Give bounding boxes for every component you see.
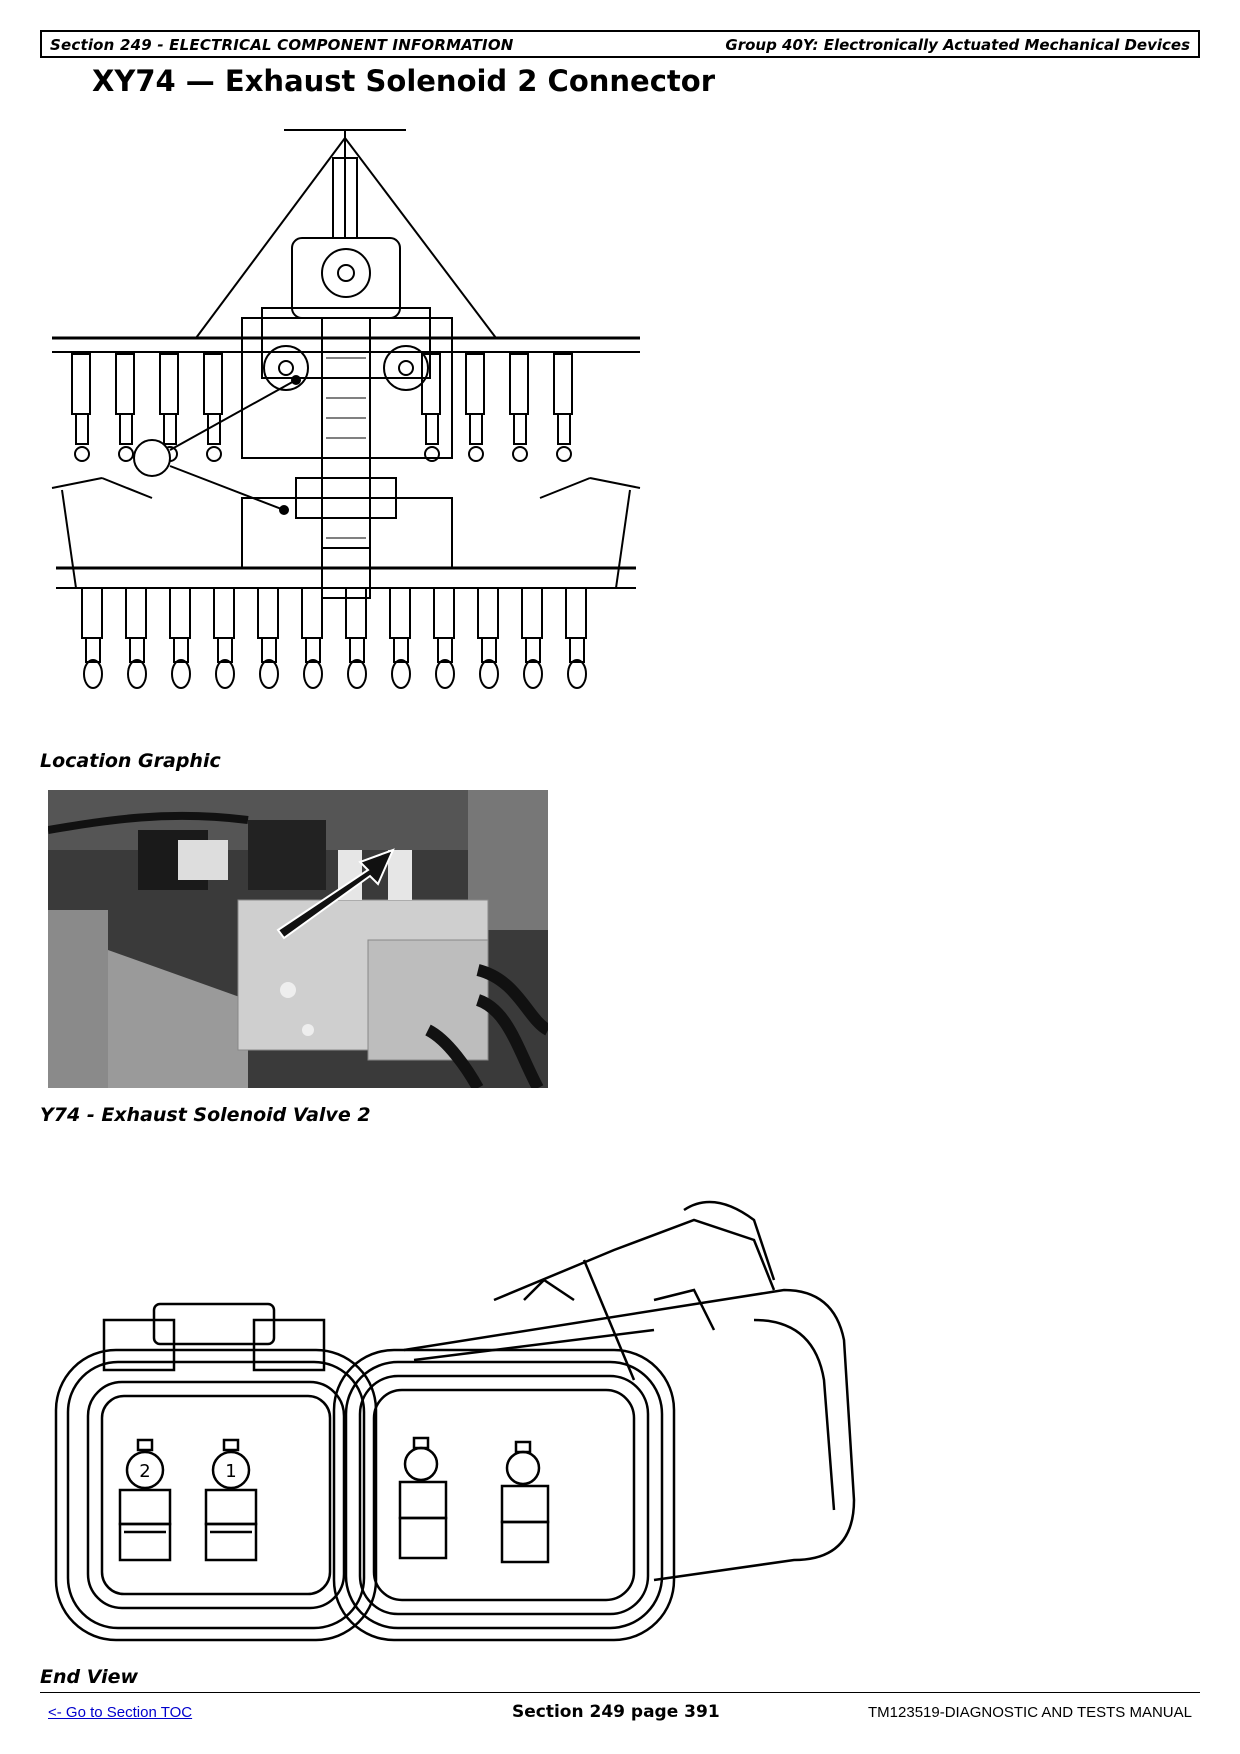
location-graphic-caption: Location Graphic — [40, 750, 221, 772]
solenoid-valve-caption: Y74 - Exhaust Solenoid Valve 2 — [40, 1104, 371, 1126]
header-group-label: Group 40Y: Electronically Actuated Mecha… — [725, 36, 1190, 54]
page-number: Section 249 page 391 — [512, 1702, 720, 1722]
footer-rule — [40, 1692, 1200, 1693]
go-to-section-toc-link[interactable]: <- Go to Section TOC — [48, 1704, 193, 1721]
connector-end-view-diagram: 2 1 — [54, 1200, 856, 1642]
header-section-label: Section 249 - ELECTRICAL COMPONENT INFOR… — [50, 36, 514, 54]
end-view-caption: End View — [40, 1666, 139, 1688]
manual-id: TM123519-DIAGNOSTIC AND TESTS MANUAL — [868, 1704, 1192, 1721]
pin-2-label: 2 — [139, 1461, 150, 1482]
location-graphic — [51, 129, 641, 689]
page-header: Section 249 - ELECTRICAL COMPONENT INFOR… — [40, 30, 1200, 58]
page-title: XY74 — Exhaust Solenoid 2 Connector — [92, 64, 716, 98]
pin-1-label: 1 — [225, 1461, 236, 1482]
solenoid-valve-photo — [48, 790, 548, 1088]
